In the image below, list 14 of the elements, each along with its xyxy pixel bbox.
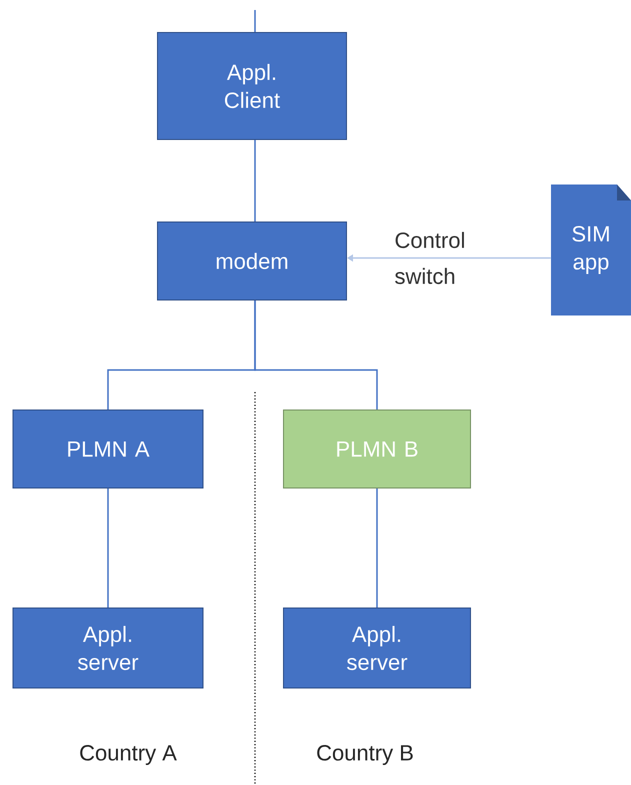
network-box: PLMN A: [12, 410, 204, 488]
process-box: Appl. Client: [157, 32, 347, 140]
region-label: Country A: [80, 745, 177, 765]
connector: [254, 140, 256, 222]
server-box: Appl. server: [12, 608, 204, 688]
connector: [254, 300, 378, 410]
server-box: Appl. server: [283, 608, 471, 688]
region-label: Country B: [317, 745, 413, 765]
process-box: modem: [157, 222, 347, 300]
connector: [254, 10, 256, 32]
network-box: PLMN B: [283, 410, 471, 488]
edge-label: Control switch: [395, 232, 464, 284]
connector: [107, 488, 109, 608]
connector: [376, 488, 378, 608]
